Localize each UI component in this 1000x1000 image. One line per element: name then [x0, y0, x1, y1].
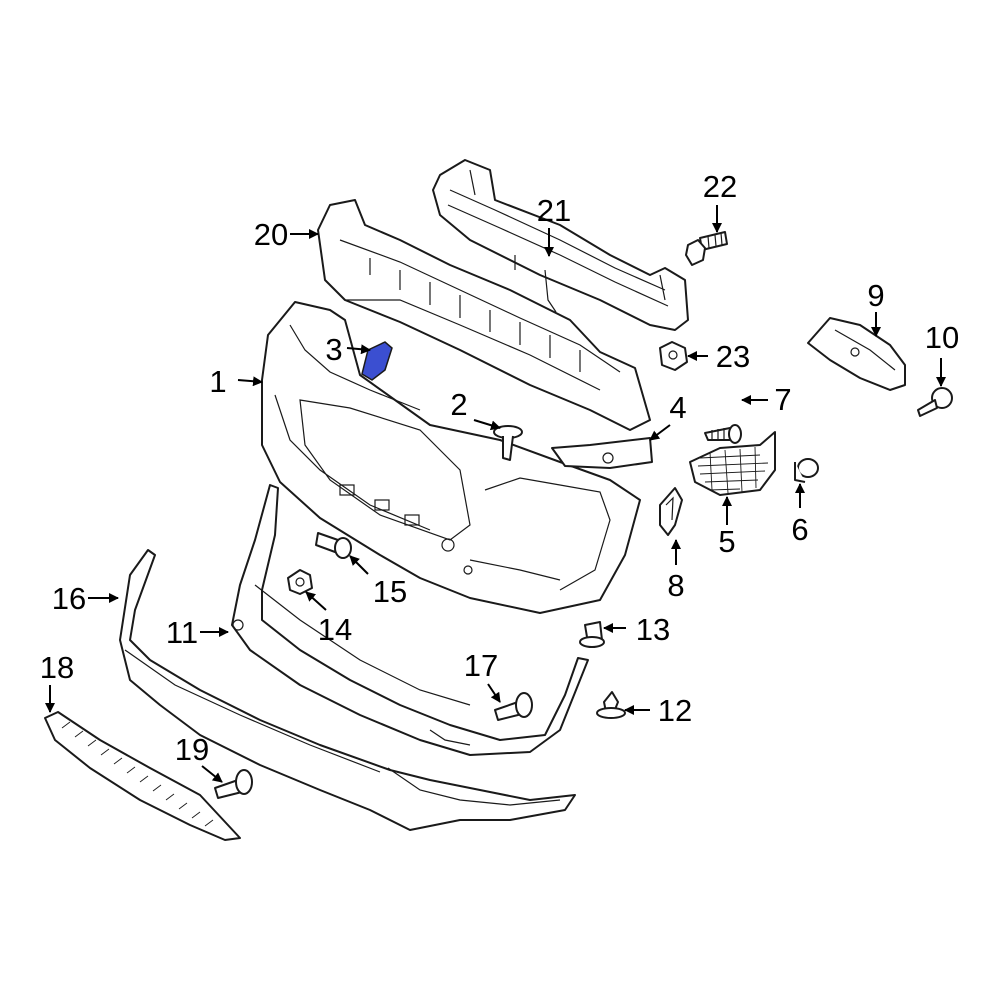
part-9-side-bracket[interactable] — [807, 317, 906, 391]
callout-21: 21 — [537, 193, 571, 228]
callout-12: 12 — [658, 693, 692, 728]
part-15-screw[interactable] — [315, 532, 352, 559]
leader-lines — [45, 205, 946, 783]
leader-4 — [649, 424, 671, 441]
callout-22: 22 — [703, 169, 737, 204]
leader-2 — [473, 419, 501, 431]
leader-17 — [487, 683, 501, 703]
part-16-skid-plate[interactable] — [119, 549, 576, 831]
part-5-side-grille[interactable] — [689, 431, 776, 496]
part-21-reinforcement-beam[interactable] — [432, 159, 689, 331]
callout-4: 4 — [669, 390, 686, 425]
part-19-screw[interactable] — [214, 769, 253, 799]
callout-1: 1 — [209, 364, 226, 399]
callout-15: 15 — [373, 574, 407, 609]
callout-20: 20 — [254, 217, 288, 252]
leader-15 — [349, 555, 369, 575]
callout-11: 11 — [166, 615, 198, 650]
callout-10: 10 — [925, 320, 959, 355]
callout-9: 9 — [867, 278, 884, 313]
part-13-clip[interactable] — [579, 621, 605, 648]
part-8-trim-piece[interactable] — [659, 487, 683, 536]
callout-13: 13 — [636, 612, 670, 647]
callout-17: 17 — [464, 648, 498, 683]
part-11-lower-fascia[interactable] — [231, 484, 589, 756]
callout-labels: 1 2 3 4 5 6 7 8 9 10 11 12 13 14 15 16 1… — [40, 169, 959, 767]
callout-8: 8 — [667, 568, 684, 603]
callout-3: 3 — [325, 332, 342, 367]
part-3-bracket[interactable] — [361, 341, 393, 381]
callout-6: 6 — [791, 512, 808, 547]
leader-3 — [346, 344, 371, 355]
callout-14: 14 — [318, 612, 352, 647]
leader-1 — [237, 376, 263, 387]
part-7-screw[interactable] — [704, 424, 742, 444]
part-4-side-bracket[interactable] — [551, 437, 653, 469]
part-6-clip[interactable] — [794, 458, 819, 483]
part-14-clip[interactable] — [287, 569, 313, 595]
callout-7: 7 — [774, 382, 791, 417]
callout-2: 2 — [450, 387, 467, 422]
part-12-clip[interactable] — [596, 691, 626, 719]
callout-16: 16 — [52, 581, 86, 616]
callout-18: 18 — [40, 650, 74, 685]
part-17-screw[interactable] — [494, 692, 533, 721]
part-22-bolt[interactable] — [685, 231, 728, 266]
callout-19: 19 — [175, 732, 209, 767]
part-2-push-pin[interactable] — [493, 425, 523, 461]
leader-19 — [201, 765, 223, 783]
part-10-bolt[interactable] — [917, 387, 953, 417]
callout-23: 23 — [716, 339, 750, 374]
part-20-energy-absorber[interactable] — [317, 199, 651, 431]
part-18-lower-trim[interactable] — [44, 711, 241, 841]
part-23-nut[interactable] — [659, 341, 688, 371]
callout-5: 5 — [718, 524, 735, 559]
part-1-bumper-cover[interactable] — [261, 301, 641, 614]
leader-14 — [305, 591, 327, 611]
